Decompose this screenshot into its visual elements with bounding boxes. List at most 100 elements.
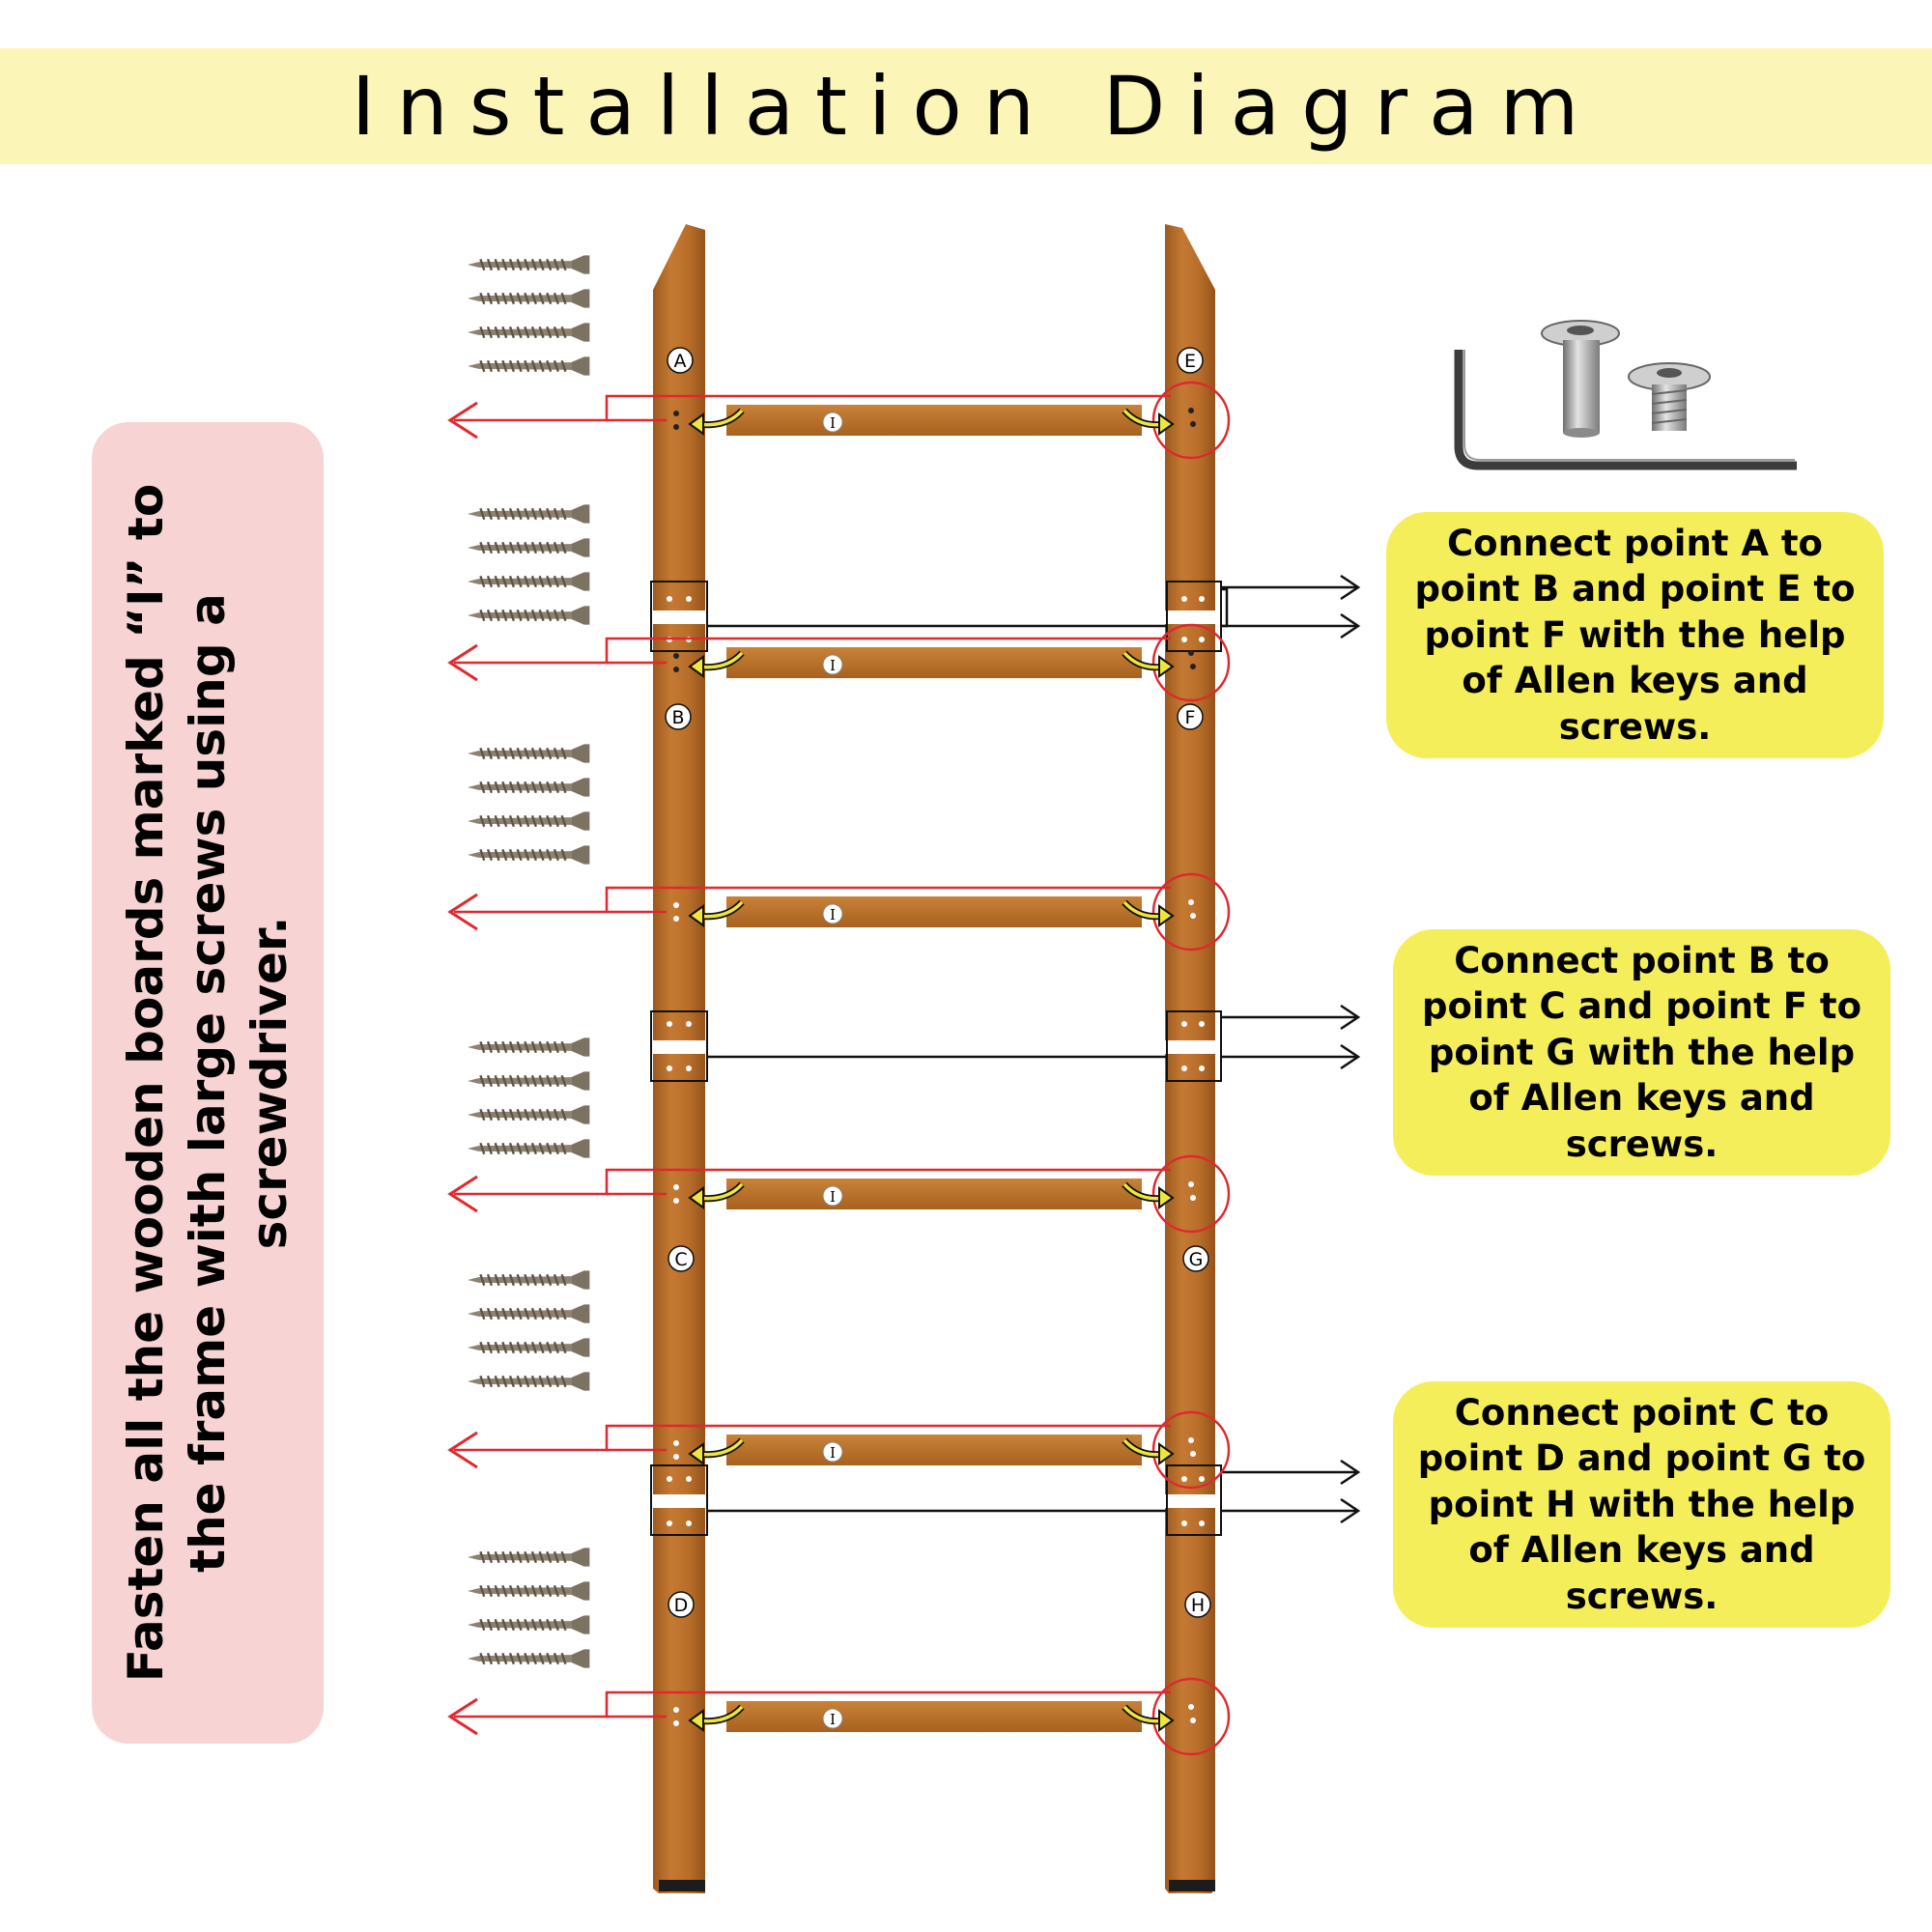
wood-screw-icon [468, 1037, 591, 1058]
joint-ab [650, 581, 1229, 652]
board-i-marker [822, 1185, 843, 1207]
red-arrow-head [447, 1431, 478, 1469]
svg-text:D: D [674, 1595, 689, 1616]
screw-group-4 [468, 1037, 591, 1159]
point-label-f: F [1177, 703, 1204, 730]
wood-screw-icon [468, 777, 591, 798]
screw-hole [1190, 1451, 1196, 1457]
curved-arrow-right-head [1158, 655, 1175, 678]
board-i [726, 1435, 1142, 1465]
rung-5: I [447, 1410, 1231, 1490]
screw-groups [468, 254, 591, 1669]
callout-connect-b-c: Connect point B to point C and point F t… [1393, 929, 1890, 1176]
screw-group-6 [468, 1547, 591, 1669]
point-label-d: D [668, 1591, 695, 1618]
screw-hole [673, 1720, 679, 1726]
allen-key-icon [1454, 350, 1797, 470]
board-i [726, 405, 1142, 436]
wood-screw-icon [468, 605, 591, 626]
screw-hole [1190, 664, 1196, 669]
wood-screw-icon [468, 537, 591, 558]
wood-screw-icon [468, 1648, 591, 1669]
wood-screw-icon [468, 254, 591, 275]
red-guide-line [454, 1690, 1171, 1719]
curved-arrow-right-head [1158, 1709, 1175, 1732]
board-i-marker [822, 1708, 843, 1729]
curved-arrow-right-head [1158, 1442, 1175, 1465]
svg-text:G: G [1189, 1249, 1204, 1270]
rung-1: I [447, 381, 1231, 460]
screw-target-circle [1151, 623, 1231, 702]
red-guide-line [454, 637, 1171, 665]
board-i-label: I [830, 414, 836, 432]
screw-hole [1188, 1437, 1194, 1443]
screw-hole [1190, 1195, 1196, 1201]
wood-screw-icon [468, 1614, 591, 1635]
board-i-label: I [830, 1188, 836, 1206]
wood-screw-icon [468, 1138, 591, 1159]
screw-hole [673, 1707, 679, 1713]
svg-text:C: C [674, 1249, 687, 1270]
rung-4: I [447, 1154, 1231, 1234]
red-arrow-head [447, 643, 478, 682]
wood-screw-icon [468, 1303, 591, 1324]
screw-target-circle [1151, 1154, 1231, 1234]
callout-connect-a-b: Connect point A to point B and point E t… [1386, 512, 1884, 758]
wood-screw-icon [468, 810, 591, 832]
curved-arrow-left-head [688, 412, 704, 436]
screw-group-3 [468, 743, 591, 866]
screw-hole [1188, 1704, 1194, 1710]
screw-hole [1188, 408, 1194, 413]
point-label-e: E [1177, 347, 1204, 374]
wood-screw-icon [468, 1104, 591, 1125]
wood-screw-icon [468, 355, 591, 377]
point-label-a: A [667, 347, 694, 374]
screw-hole [673, 1440, 679, 1446]
svg-text:B: B [671, 707, 684, 728]
wood-screw-icon [468, 571, 591, 592]
screw-group-5 [468, 1269, 591, 1392]
board-i-label: I [830, 1444, 836, 1462]
point-label-h: H [1184, 1591, 1211, 1618]
screw-hole [673, 667, 679, 672]
point-label-c: C [668, 1245, 695, 1272]
wood-screw-icon [468, 1547, 591, 1568]
board-i [726, 896, 1142, 927]
board-i [726, 647, 1142, 678]
screw-target-circle [1151, 1677, 1231, 1756]
red-arrow-head [447, 1697, 478, 1736]
connector-arrows [1221, 574, 1361, 1524]
curved-arrow-left-head [688, 1442, 704, 1465]
red-arrow-head [447, 1175, 478, 1213]
curved-arrow-left-head [688, 1186, 704, 1209]
wood-screw-icon [468, 288, 591, 309]
red-guide-line [454, 886, 1171, 914]
curved-arrow-right-head [1158, 904, 1175, 927]
barrel-nut-icon [1541, 320, 1620, 438]
red-arrow-head [447, 893, 478, 931]
point-label-g: G [1182, 1245, 1209, 1272]
wood-screw-icon [468, 743, 591, 764]
point-labels: A B C D E F G H [665, 347, 1211, 1618]
joint-bc [650, 1010, 1222, 1082]
screw-hole [673, 916, 679, 922]
board-i [726, 1179, 1142, 1209]
screw-target-circle [1151, 1410, 1231, 1490]
screw-group-2 [468, 503, 591, 626]
wood-screw-icon [468, 844, 591, 866]
wood-screw-icon [468, 1371, 591, 1392]
left-upright [653, 224, 705, 1893]
screw-hole [673, 902, 679, 908]
screw-hole [1188, 650, 1194, 656]
callout-connect-c-d: Connect point C to point D and point G t… [1393, 1381, 1890, 1628]
screw-hole [673, 424, 679, 430]
svg-text:F: F [1185, 707, 1196, 728]
svg-text:A: A [674, 351, 687, 372]
point-label-b: B [665, 703, 692, 730]
title-band: Installation Diagram [0, 48, 1932, 164]
side-instruction-panel: Fasten all the wooden boards marked “I” … [92, 422, 324, 1744]
red-guide-line [454, 394, 1171, 422]
screw-hole [1188, 899, 1194, 905]
rung-3: I [447, 872, 1231, 952]
screw-hole [1190, 421, 1196, 427]
